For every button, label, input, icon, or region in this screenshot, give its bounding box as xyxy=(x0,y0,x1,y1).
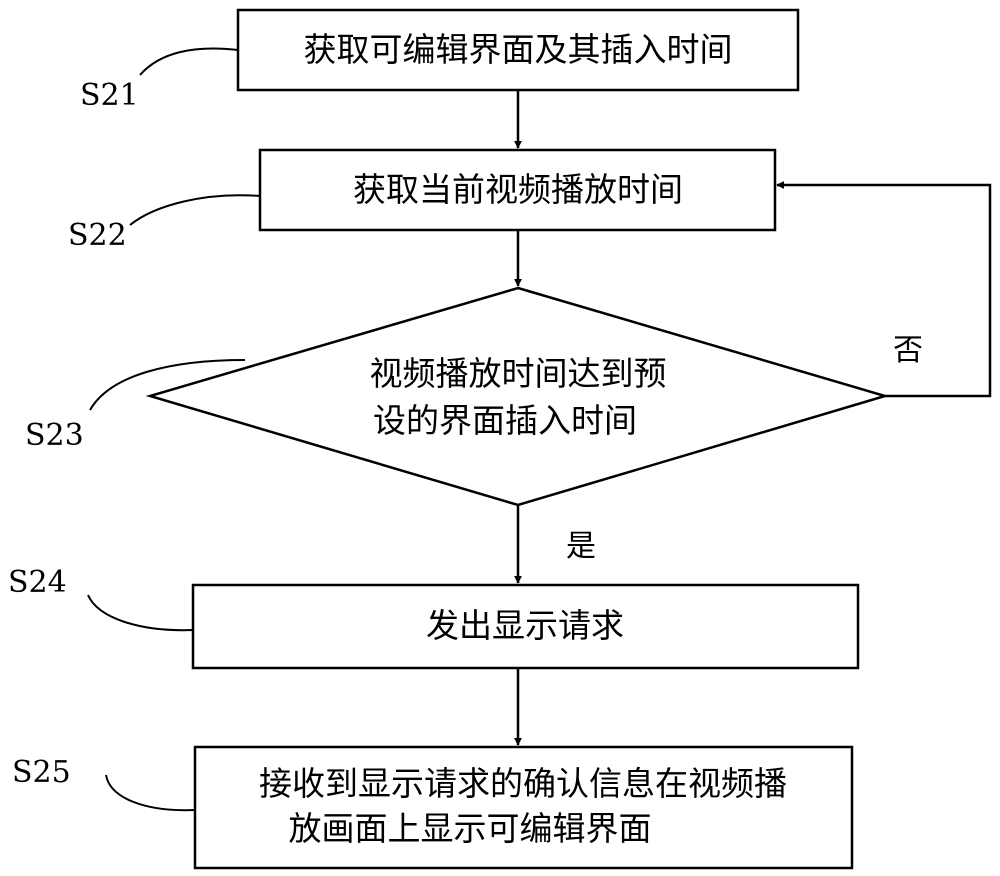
step-s22-leader xyxy=(130,195,260,225)
edge-label-yes: 是 xyxy=(566,529,596,564)
step-s23: 视频播放时间达到预 设的界面插入时间 S23 xyxy=(25,288,885,505)
step-s21-label: S21 xyxy=(80,78,139,113)
step-s25-label: S25 xyxy=(12,755,71,790)
step-s22-text: 获取当前视频播放时间 xyxy=(353,170,683,209)
step-s24-label: S24 xyxy=(8,565,67,600)
step-s22: 获取当前视频播放时间 S22 xyxy=(68,150,775,253)
step-s21-leader xyxy=(140,48,238,75)
step-s24-text: 发出显示请求 xyxy=(426,606,624,645)
step-s23-text-line2: 设的界面插入时间 xyxy=(373,401,637,440)
arrow-no-loop xyxy=(777,185,990,396)
step-s25: 接收到显示请求的确认信息在视频播 放画面上显示可编辑界面 S25 xyxy=(12,747,852,868)
step-s25-leader xyxy=(106,775,195,810)
step-s21: 获取可编辑界面及其插入时间 S21 xyxy=(80,10,798,113)
step-s23-diamond xyxy=(150,288,885,505)
step-s24-leader xyxy=(88,595,193,630)
step-s21-text: 获取可编辑界面及其插入时间 xyxy=(304,30,733,69)
step-s25-text-line1: 接收到显示请求的确认信息在视频播 xyxy=(259,764,787,803)
edge-label-no: 否 xyxy=(893,333,923,368)
step-s22-label: S22 xyxy=(68,218,127,253)
step-s23-label: S23 xyxy=(25,418,84,453)
step-s25-text-line2: 放画面上显示可编辑界面 xyxy=(289,809,652,848)
step-s24: 发出显示请求 S24 xyxy=(8,565,858,668)
step-s23-text-line1: 视频播放时间达到预 xyxy=(370,354,667,393)
